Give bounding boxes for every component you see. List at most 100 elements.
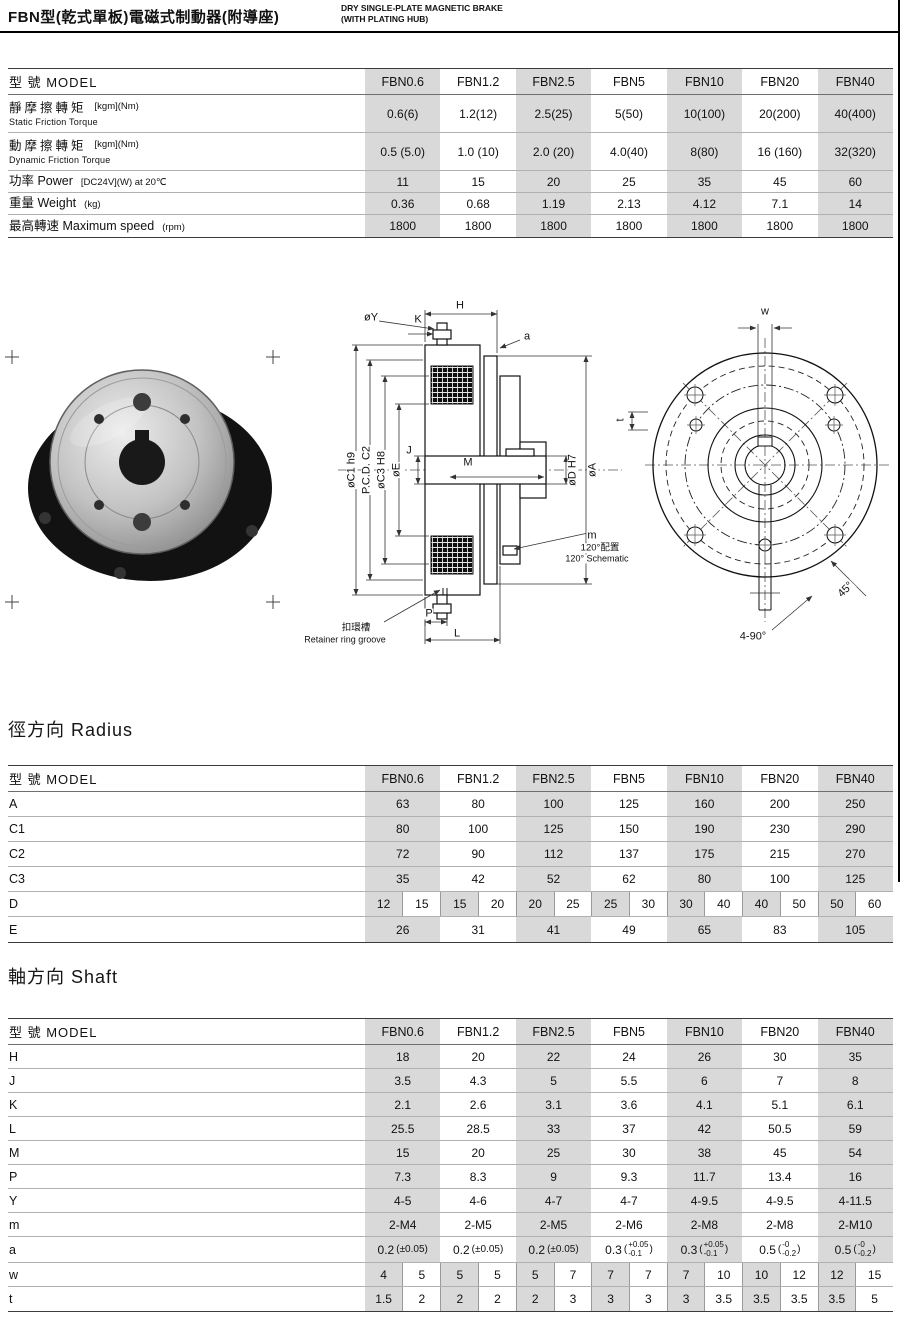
row-label: M	[8, 1141, 365, 1164]
tolerance-value: 0.5	[834, 1242, 852, 1257]
value-cell: 26	[666, 1045, 743, 1068]
value-cell: 20	[515, 171, 592, 192]
row-label: K	[8, 1093, 365, 1116]
value-cell: 1.19	[515, 193, 592, 214]
tolerance-stack: -0-0.2	[782, 1240, 796, 1258]
value-cell: 1800	[666, 215, 743, 237]
tolerance: (±0.05)	[547, 1244, 579, 1255]
model-column-header: FBN40	[817, 1019, 893, 1044]
row-label: C3	[8, 867, 365, 891]
row-label-zh: 靜摩擦轉矩	[9, 100, 87, 115]
dim-label-P: P	[424, 607, 434, 620]
dim-label-L: L	[452, 627, 462, 640]
value-half: 7	[666, 1263, 705, 1286]
row-label-text: D	[9, 897, 19, 911]
row-label-zh: 功率 Power	[9, 174, 73, 189]
model-column-header: FBN2.5	[515, 69, 592, 94]
value-cell: 80	[471, 797, 485, 811]
row-label-en: Static Friction Torque	[9, 116, 98, 127]
row-label-text: C2	[9, 847, 25, 861]
value-half: 7	[553, 1263, 592, 1286]
value-cell: 125	[817, 867, 893, 891]
value-cell: 0.68	[466, 196, 490, 211]
value-cell: 38	[666, 1141, 743, 1164]
value-half: 20	[515, 892, 554, 916]
row-label: w	[8, 1263, 365, 1286]
value-cell: 40(400)	[817, 95, 893, 132]
value-cell: 83	[773, 922, 787, 937]
value-cell: 0.2(±0.05)	[440, 1237, 515, 1262]
value-half: 50	[817, 892, 856, 916]
value-cell: 37	[622, 1121, 636, 1136]
registration-marks	[5, 350, 280, 609]
tolerance-upper: +0.05	[703, 1240, 724, 1249]
page-subtitle: DRY SINGLE-PLATE MAGNETIC BRAKE (WITH PL…	[341, 3, 503, 25]
schematic-label-en: 120° Schematic	[564, 553, 630, 564]
tolerance-value: 0.5	[759, 1242, 776, 1257]
row-label: P	[8, 1165, 365, 1188]
model-header-text: 型 號 MODEL	[9, 1025, 98, 1040]
value-half: 3	[591, 1287, 629, 1311]
value-cell: 65	[666, 917, 743, 942]
value-half: 15	[440, 892, 479, 916]
value-cell: 250	[817, 792, 893, 816]
value-half: 3	[666, 1287, 705, 1311]
model-column-header: FBN40	[817, 69, 893, 94]
value-cell: 112	[515, 842, 592, 866]
value-cell: 25	[622, 174, 636, 189]
model-column-header: FBN1.2	[456, 1024, 500, 1039]
row-label-unit: [DC24V](W) at 20℃	[80, 177, 167, 189]
model-column-header: FBN20	[760, 1024, 800, 1039]
value-cell: 3.1	[515, 1093, 592, 1116]
page-subtitle-line1: DRY SINGLE-PLATE MAGNETIC BRAKE	[341, 3, 503, 13]
value-cell: 10(100)	[666, 95, 743, 132]
tolerance-lower: -0.1	[703, 1248, 718, 1258]
section-title-radius: 徑方向 Radius	[8, 720, 134, 740]
value-cell: 35	[365, 867, 441, 891]
value-cell: 3.6	[620, 1097, 638, 1112]
row-label: 功率 Power [DC24V](W) at 20℃	[8, 171, 365, 192]
value-cell: 100	[769, 872, 790, 886]
value-cell: 2-M8	[666, 1213, 743, 1236]
model-column-header: FBN5	[613, 771, 645, 786]
paren: (	[623, 1244, 628, 1255]
value-half: 10	[742, 1263, 780, 1286]
value-half: 1.5	[365, 1287, 403, 1311]
tolerance-value: 0.2	[452, 1242, 470, 1257]
row-label-text: K	[9, 1097, 18, 1112]
value-half: 2	[515, 1287, 554, 1311]
value-cell: 4-11.5	[817, 1189, 893, 1212]
tolerance: (±0.05)	[396, 1244, 428, 1255]
value-half: 10	[704, 1263, 742, 1286]
value-cell: 0.5(-0-0.2)	[817, 1237, 893, 1262]
value-cell: 3.5	[365, 1069, 441, 1092]
value-cell: 160	[666, 792, 743, 816]
value-cell: 22	[515, 1045, 592, 1068]
row-label: 動摩擦轉矩[kgm](Nm)Dynamic Friction Torque	[8, 133, 365, 170]
value-cell: 190	[666, 817, 743, 841]
value-cell: 1800	[766, 219, 794, 233]
row-label: t	[8, 1287, 365, 1311]
value-cell: 30	[773, 1049, 787, 1064]
value-cell: 8	[817, 1069, 893, 1092]
value-cell: 2-M5	[515, 1213, 592, 1236]
row-label-text: a	[9, 1242, 16, 1257]
value-half: 5	[440, 1263, 479, 1286]
row-label: a	[8, 1237, 365, 1262]
dim-label-M: M	[462, 456, 474, 469]
row-label-text: Y	[9, 1193, 18, 1208]
